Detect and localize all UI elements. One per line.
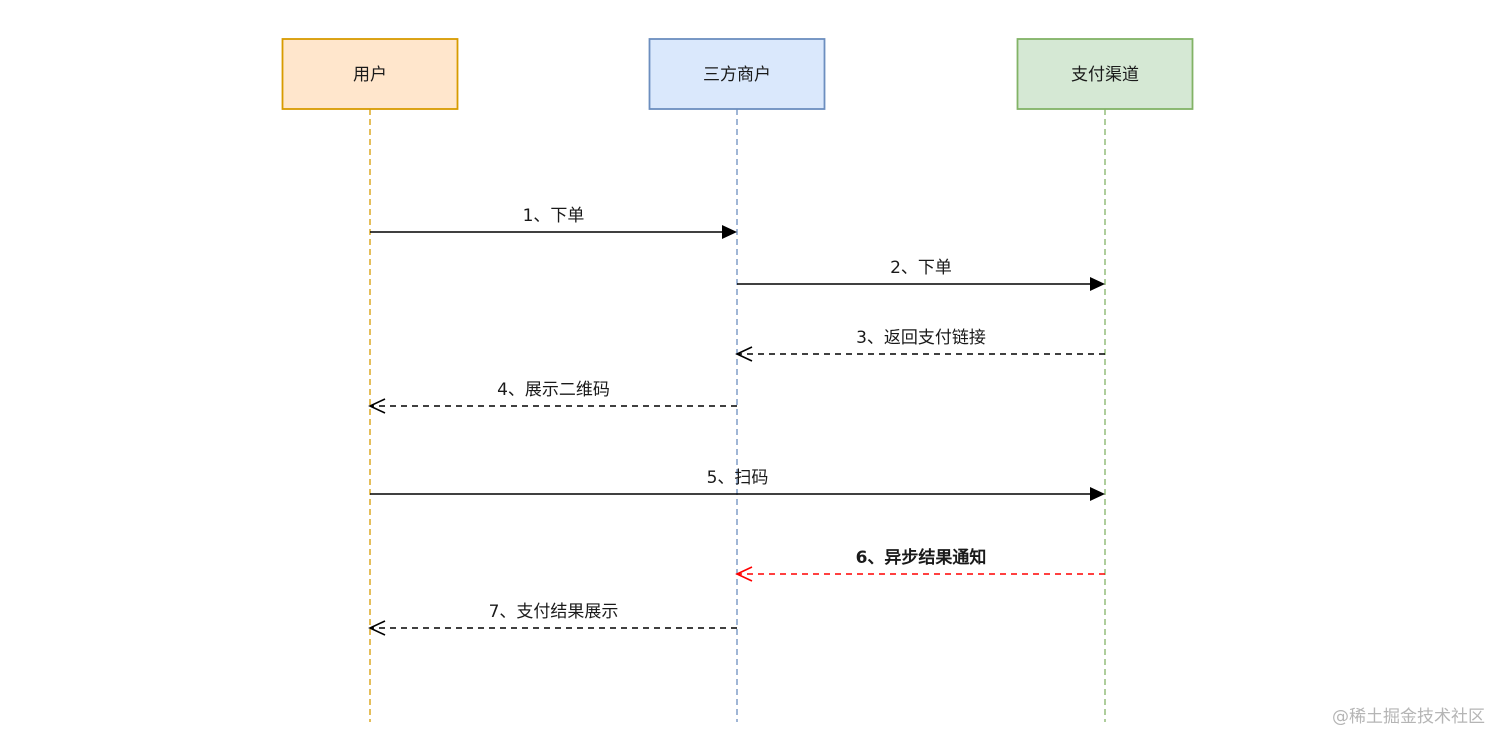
message-label: 4、展示二维码 bbox=[497, 380, 610, 400]
actor-merchant: 三方商户 bbox=[648, 38, 826, 110]
watermark: @稀土掘金技术社区 bbox=[1332, 707, 1485, 727]
message-2: 2、下单 bbox=[737, 258, 1105, 291]
message-label: 7、支付结果展示 bbox=[489, 602, 619, 622]
arrowhead-open-icon bbox=[368, 398, 386, 414]
message-1: 1、下单 bbox=[370, 206, 737, 239]
message-label: 3、返回支付链接 bbox=[856, 328, 986, 348]
arrowhead-filled-icon bbox=[1090, 277, 1105, 291]
message-label: 6、异步结果通知 bbox=[856, 547, 987, 568]
actor-label: 三方商户 bbox=[703, 65, 771, 85]
message-3: 3、返回支付链接 bbox=[735, 328, 1105, 362]
actor-box bbox=[281, 38, 459, 110]
actor-label: 用户 bbox=[353, 65, 387, 85]
message-label: 5、扫码 bbox=[707, 468, 769, 488]
message-7: 7、支付结果展示 bbox=[368, 602, 737, 636]
actor-box bbox=[1016, 38, 1194, 110]
actor-label: 支付渠道 bbox=[1071, 65, 1139, 85]
message-6: 6、异步结果通知 bbox=[735, 547, 1105, 582]
message-label: 2、下单 bbox=[890, 258, 952, 278]
actor-box bbox=[648, 38, 826, 110]
arrowhead-filled-icon bbox=[722, 225, 737, 239]
actor-channel: 支付渠道 bbox=[1016, 38, 1194, 110]
arrowhead-open-icon bbox=[735, 566, 753, 582]
arrowhead-open-icon bbox=[368, 620, 386, 636]
message-label: 1、下单 bbox=[523, 206, 585, 226]
arrowhead-filled-icon bbox=[1090, 487, 1105, 501]
message-5: 5、扫码 bbox=[370, 468, 1105, 501]
message-4: 4、展示二维码 bbox=[368, 380, 737, 414]
arrowhead-open-icon bbox=[735, 346, 753, 362]
actor-user: 用户 bbox=[281, 38, 459, 110]
